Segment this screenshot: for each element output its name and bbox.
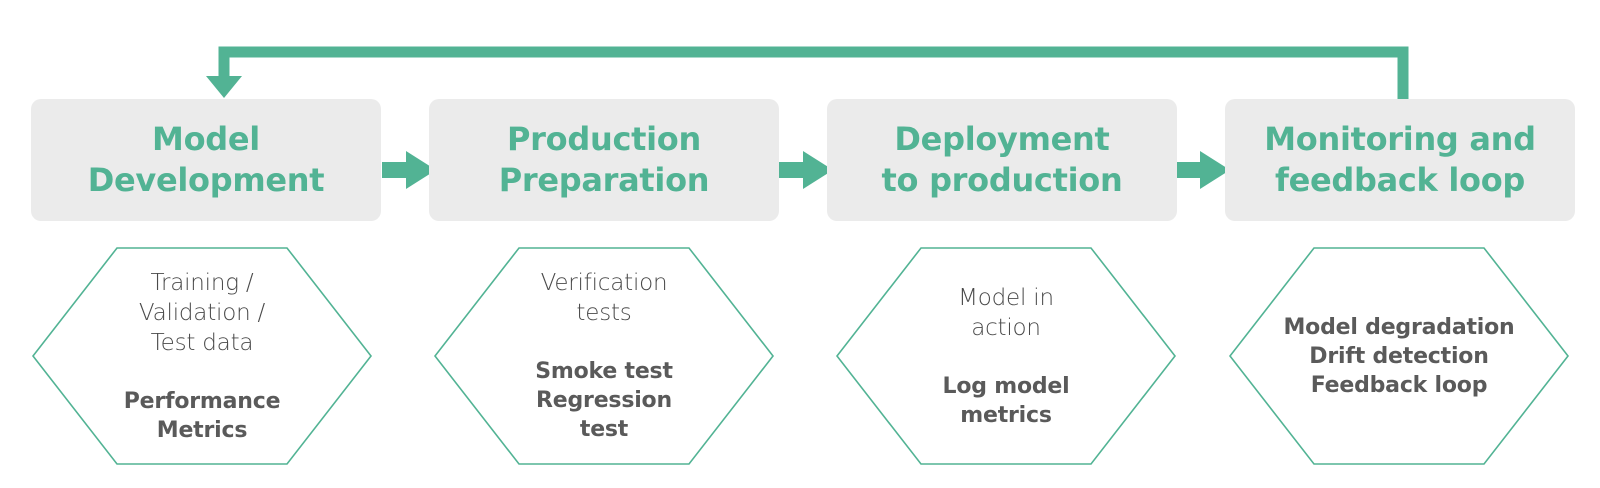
arrow-3-4	[1176, 151, 1230, 189]
stage-title: Deployment to production	[881, 120, 1123, 199]
arrow-2-3	[779, 151, 833, 189]
detail-hexagon-production-preparation: Verification tests Smoke test Regression…	[433, 246, 775, 466]
detail-key-points: Performance Metrics	[123, 388, 281, 443]
detail-note: Training / Validation / Test data	[138, 269, 266, 356]
detail-hexagon-deployment: Model in action Log model metrics	[835, 246, 1177, 466]
detail-key-points: Smoke test Regression test	[535, 359, 673, 442]
stage-title: Monitoring and feedback loop	[1264, 120, 1536, 199]
detail-note: Model in action	[958, 284, 1054, 341]
arrow-1-2	[382, 151, 436, 189]
detail-hexagon-monitoring: Model degradation Drift detection Feedba…	[1228, 246, 1570, 466]
detail-note: Verification tests	[540, 270, 668, 326]
detail-key-points: Log model metrics	[942, 373, 1070, 428]
stage-title: Model Development	[87, 120, 325, 199]
feedback-loop-arrowhead	[206, 76, 242, 98]
stage-production-preparation: Production Preparation	[429, 99, 779, 221]
detail-hexagon-model-development: Training / Validation / Test data Perfor…	[31, 246, 373, 466]
hexagon-shape	[31, 247, 373, 465]
stage-model-development: Model Development	[31, 99, 381, 221]
hexagon-shape	[835, 247, 1177, 465]
detail-key-points: Model degradation Drift detection Feedba…	[1283, 314, 1515, 398]
stage-deployment: Deployment to production	[827, 99, 1177, 221]
stage-title: Production Preparation	[498, 120, 710, 199]
hexagon-shape	[433, 247, 775, 465]
stage-monitoring: Monitoring and feedback loop	[1225, 99, 1575, 221]
hexagon-shape	[1228, 247, 1570, 465]
feedback-loop-arrow	[218, 46, 1409, 99]
